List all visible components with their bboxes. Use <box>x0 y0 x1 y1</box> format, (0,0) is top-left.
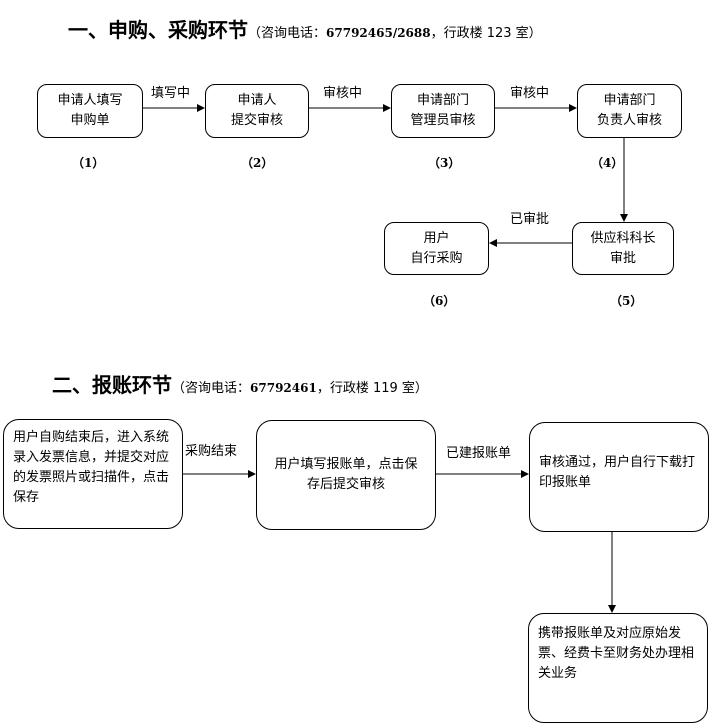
s1-step4-box: 申请部门 负责人审核 <box>577 84 682 138</box>
s1-step1-number: （1） <box>72 156 105 170</box>
s1-edge-label-3-4: 审核中 <box>510 86 550 101</box>
s1-step1-box: 申请人填写 申购单 <box>37 84 143 138</box>
s1-step6-line1: 用户 <box>423 230 450 246</box>
s1-step2-line1: 申请人 <box>237 93 277 108</box>
section1-contact-phone: 67792465/2688 <box>326 26 431 40</box>
section1-title: 一、申购、采购环节 <box>68 18 248 42</box>
s2-step1-text: 用户自购结束后，进入系统录入发票信息，并提交对应的发票照片或扫描件，点击保存 <box>13 430 170 505</box>
section2-contact-prefix: （咨询电话： <box>172 381 251 396</box>
s1-step2-number: （2） <box>241 156 274 170</box>
section1-contact-suffix: ，行政楼 123 室） <box>430 26 542 41</box>
s2-step4-box: 携带报账单及对应原始发票、经费卡至财务处办理相关业务 <box>528 613 708 723</box>
section2-heading: 二、报账环节（咨询电话：67792461，行政楼 119 室） <box>52 369 428 398</box>
s1-step5-line1: 供应科科长 <box>590 230 656 246</box>
section2-contact-phone: 67792461 <box>250 381 317 395</box>
s1-step2-box: 申请人 提交审核 <box>205 84 309 138</box>
s1-step5-line2: 审批 <box>609 250 636 266</box>
section1-contact: （咨询电话：67792465/2688，行政楼 123 室） <box>248 26 542 41</box>
s2-step1-box: 用户自购结束后，进入系统录入发票信息，并提交对应的发票照片或扫描件，点击保存 <box>3 419 183 529</box>
s1-step6-line2: 自行采购 <box>410 250 463 266</box>
s2-step2-text: 用户填写报账单，点击保存后提交审核 <box>274 457 418 492</box>
s1-step3-box: 申请部门 管理员审核 <box>391 84 495 138</box>
s1-step1-line2: 申购单 <box>70 113 110 128</box>
s1-step3-line1: 申请部门 <box>416 93 469 108</box>
s1-edge-label-2-3: 审核中 <box>323 86 363 101</box>
s1-step1-line1: 申请人填写 <box>57 93 123 108</box>
section2-contact-suffix: ，行政楼 119 室） <box>316 381 428 396</box>
s2-edge-label-2-3: 已建报账单 <box>446 446 512 461</box>
s1-step4-number: （4） <box>591 156 624 170</box>
s1-step3-number: （3） <box>428 156 461 170</box>
s1-step6-box: 用户 自行采购 <box>384 222 489 275</box>
s2-step4-text: 携带报账单及对应原始发票、经费卡至财务处办理相关业务 <box>538 626 695 681</box>
s2-step3-text: 审核通过，用户自行下载打印报账单 <box>539 455 696 490</box>
s1-step3-line2: 管理员审核 <box>410 113 476 128</box>
s1-step4-line1: 申请部门 <box>603 93 656 108</box>
s1-step4-line2: 负责人审核 <box>596 113 662 128</box>
section2-contact: （咨询电话：67792461，行政楼 119 室） <box>172 381 428 396</box>
s2-step3-box: 审核通过，用户自行下载打印报账单 <box>529 422 709 532</box>
s2-step2-box: 用户填写报账单，点击保存后提交审核 <box>256 420 436 530</box>
s1-step5-box: 供应科科长 审批 <box>572 222 674 275</box>
section1-heading: 一、申购、采购环节（咨询电话：67792465/2688，行政楼 123 室） <box>68 14 542 43</box>
s1-step2-line2: 提交审核 <box>230 113 283 128</box>
section2-title: 二、报账环节 <box>52 373 172 397</box>
s1-step5-number: （5） <box>610 294 643 308</box>
section1-contact-prefix: （咨询电话： <box>248 26 327 41</box>
s1-step6-number: （6） <box>423 294 456 308</box>
s1-edge-label-1-2: 填写中 <box>151 86 191 101</box>
s1-edge-label-5-6: 已审批 <box>510 212 550 227</box>
s2-edge-label-1-2: 采购结束 <box>185 444 238 459</box>
